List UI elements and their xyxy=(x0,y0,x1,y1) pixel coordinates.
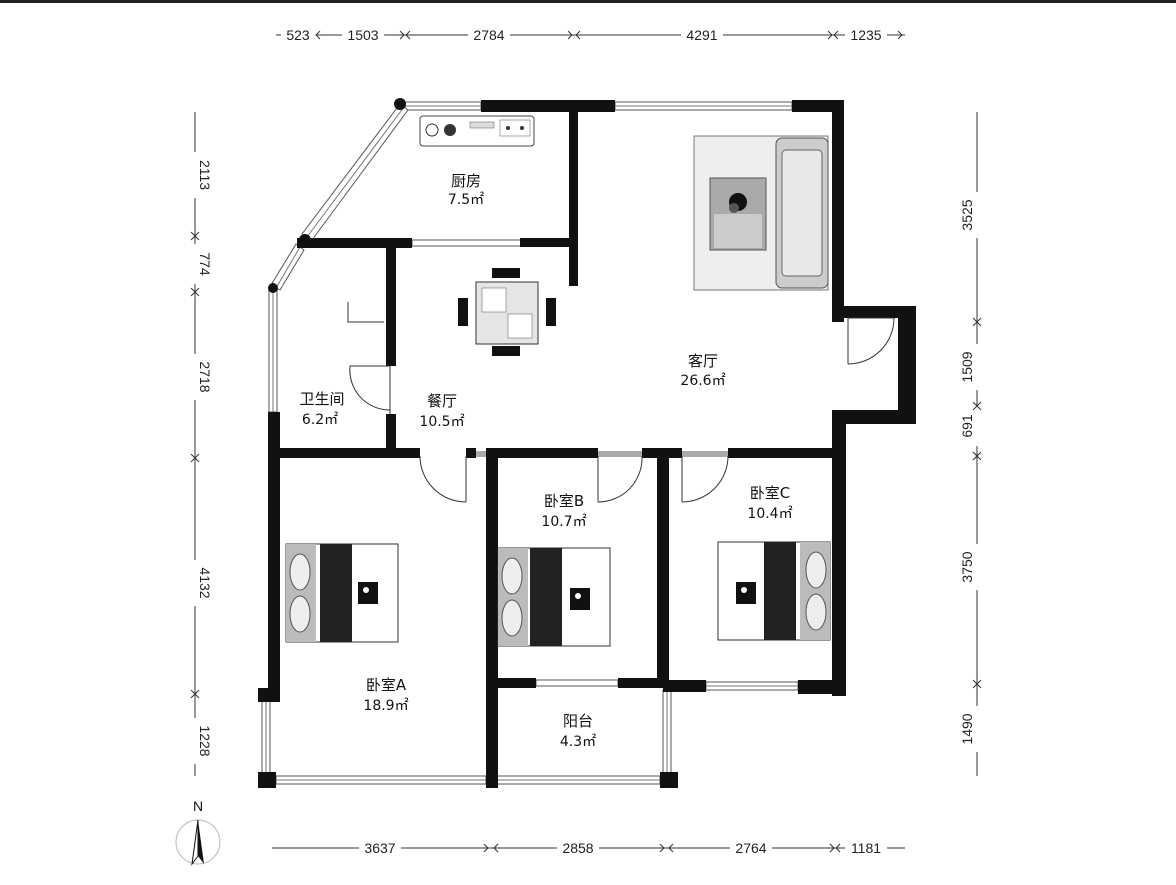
dimension-right: 3525 1509 691 3750 1490 xyxy=(959,112,986,776)
bedroom-c-name: 卧室C xyxy=(750,484,790,502)
compass-arrow-right xyxy=(198,820,204,864)
bedroom-b-name: 卧室B xyxy=(544,492,584,510)
dining-area: 10.5㎡ xyxy=(419,414,464,430)
compass: N xyxy=(175,798,221,866)
dim-top-1: 523 xyxy=(286,27,310,43)
balcony-name: 阳台 xyxy=(563,712,593,730)
balcony-area: 4.3㎡ xyxy=(560,734,596,750)
bed-bedroom-b xyxy=(497,547,611,647)
kitchen-area: 7.5㎡ xyxy=(448,192,484,208)
dim-top-4: 4291 xyxy=(686,27,717,43)
dim-left-5: 1228 xyxy=(197,725,213,756)
living-name: 客厅 xyxy=(688,352,718,370)
bedroom-b-area: 10.7㎡ xyxy=(541,514,586,530)
dim-right-1: 3525 xyxy=(959,199,975,230)
kitchen-name: 厨房 xyxy=(451,172,481,190)
walls xyxy=(258,98,916,788)
dim-top-3: 2784 xyxy=(473,27,504,43)
top-border xyxy=(0,0,1176,3)
dim-right-3: 691 xyxy=(959,414,975,438)
dining-table xyxy=(458,268,556,356)
dim-left-1: 2113 xyxy=(197,160,213,190)
dimension-top: 523 1503 2784 4291 1235 xyxy=(276,26,905,44)
doors xyxy=(347,302,895,503)
bedroom-a-name: 卧室A xyxy=(366,676,407,694)
bed-bedroom-a xyxy=(285,543,399,643)
dim-top-2: 1503 xyxy=(347,27,378,43)
dim-top-5: 1235 xyxy=(850,27,881,43)
dim-bottom-3: 2764 xyxy=(735,840,766,856)
dim-left-2: 774 xyxy=(197,252,213,276)
room-labels: 厨房 7.5㎡ 客厅 26.6㎡ 餐厅 10.5㎡ 卫生间 6.2㎡ 卧室A 1… xyxy=(299,172,792,750)
north-label: N xyxy=(193,798,203,814)
living-area: 26.6㎡ xyxy=(680,373,725,389)
dim-bottom-2: 2858 xyxy=(562,840,593,856)
bed-bedroom-c xyxy=(717,541,831,641)
dimension-left: 2113 774 2718 4132 1228 xyxy=(186,112,213,776)
bathroom-area: 6.2㎡ xyxy=(302,412,338,428)
dim-right-5: 1490 xyxy=(959,713,975,744)
dimension-bottom: 3637 2858 2764 1181 xyxy=(272,839,905,857)
dim-bottom-4: 1181 xyxy=(851,840,881,856)
kitchen-counter xyxy=(419,115,535,147)
bathroom-name: 卫生间 xyxy=(299,390,344,408)
dim-left-4: 4132 xyxy=(197,567,213,598)
dim-bottom-1: 3637 xyxy=(364,840,395,856)
bedroom-c-area: 10.4㎡ xyxy=(747,506,792,522)
compass-arrow-left xyxy=(191,819,199,866)
dim-right-2: 1509 xyxy=(959,351,975,382)
living-room-rug-sofa xyxy=(693,135,829,291)
bedroom-a-area: 18.9㎡ xyxy=(363,698,408,714)
dim-right-4: 3750 xyxy=(959,551,975,582)
dim-left-3: 2718 xyxy=(197,361,213,392)
dining-name: 餐厅 xyxy=(427,392,457,410)
